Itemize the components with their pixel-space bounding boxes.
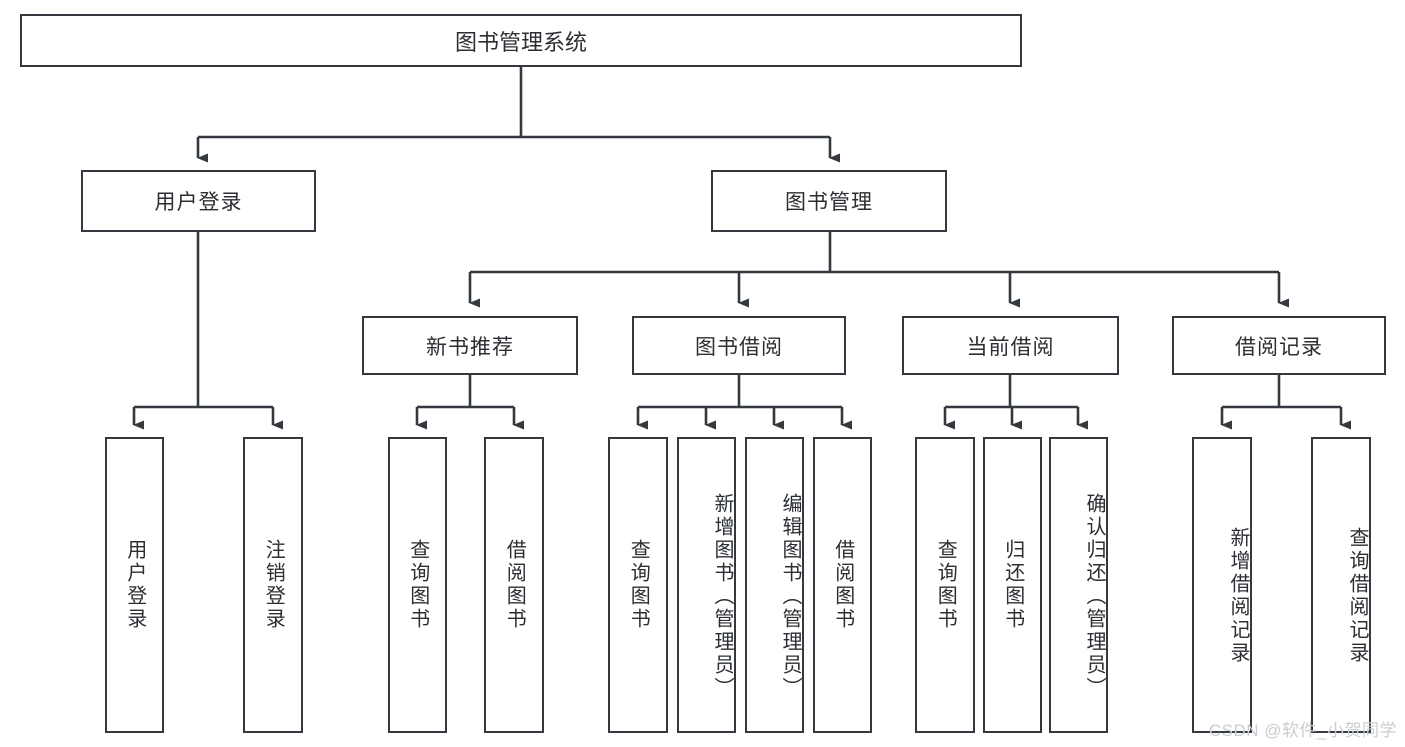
leaf-confirm-return-admin[interactable]: 确认归还（管理员）: [1049, 437, 1108, 733]
node-book-borrow[interactable]: 图书借阅: [632, 316, 846, 375]
node-user-login[interactable]: 用户登录: [81, 170, 316, 232]
leaf-add-book-admin[interactable]: 新增图书（管理员）: [677, 437, 736, 733]
leaf-query-book-borrow[interactable]: 查询图书: [608, 437, 668, 733]
leaf-edit-book-admin[interactable]: 编辑图书（管理员）: [745, 437, 804, 733]
leaf-borrow-book-newbook[interactable]: 借阅图书: [484, 437, 544, 733]
leaf-add-borrow-record[interactable]: 新增借阅记录: [1192, 437, 1252, 733]
leaf-query-book-newbook[interactable]: 查询图书: [388, 437, 447, 733]
leaf-return-book[interactable]: 归还图书: [983, 437, 1042, 733]
leaf-logout[interactable]: 注销登录: [243, 437, 303, 733]
node-new-book-recommend[interactable]: 新书推荐: [362, 316, 578, 375]
node-book-management[interactable]: 图书管理: [711, 170, 947, 232]
leaf-user-login[interactable]: 用户登录: [105, 437, 164, 733]
leaf-borrow-book[interactable]: 借阅图书: [813, 437, 872, 733]
leaf-query-book-current[interactable]: 查询图书: [915, 437, 975, 733]
leaf-query-borrow-record[interactable]: 查询借阅记录: [1311, 437, 1371, 733]
node-borrow-records[interactable]: 借阅记录: [1172, 316, 1386, 375]
node-root-system[interactable]: 图书管理系统: [20, 14, 1022, 67]
node-current-borrow[interactable]: 当前借阅: [902, 316, 1119, 375]
watermark: CSDN @软件_小贺同学: [1208, 721, 1397, 740]
